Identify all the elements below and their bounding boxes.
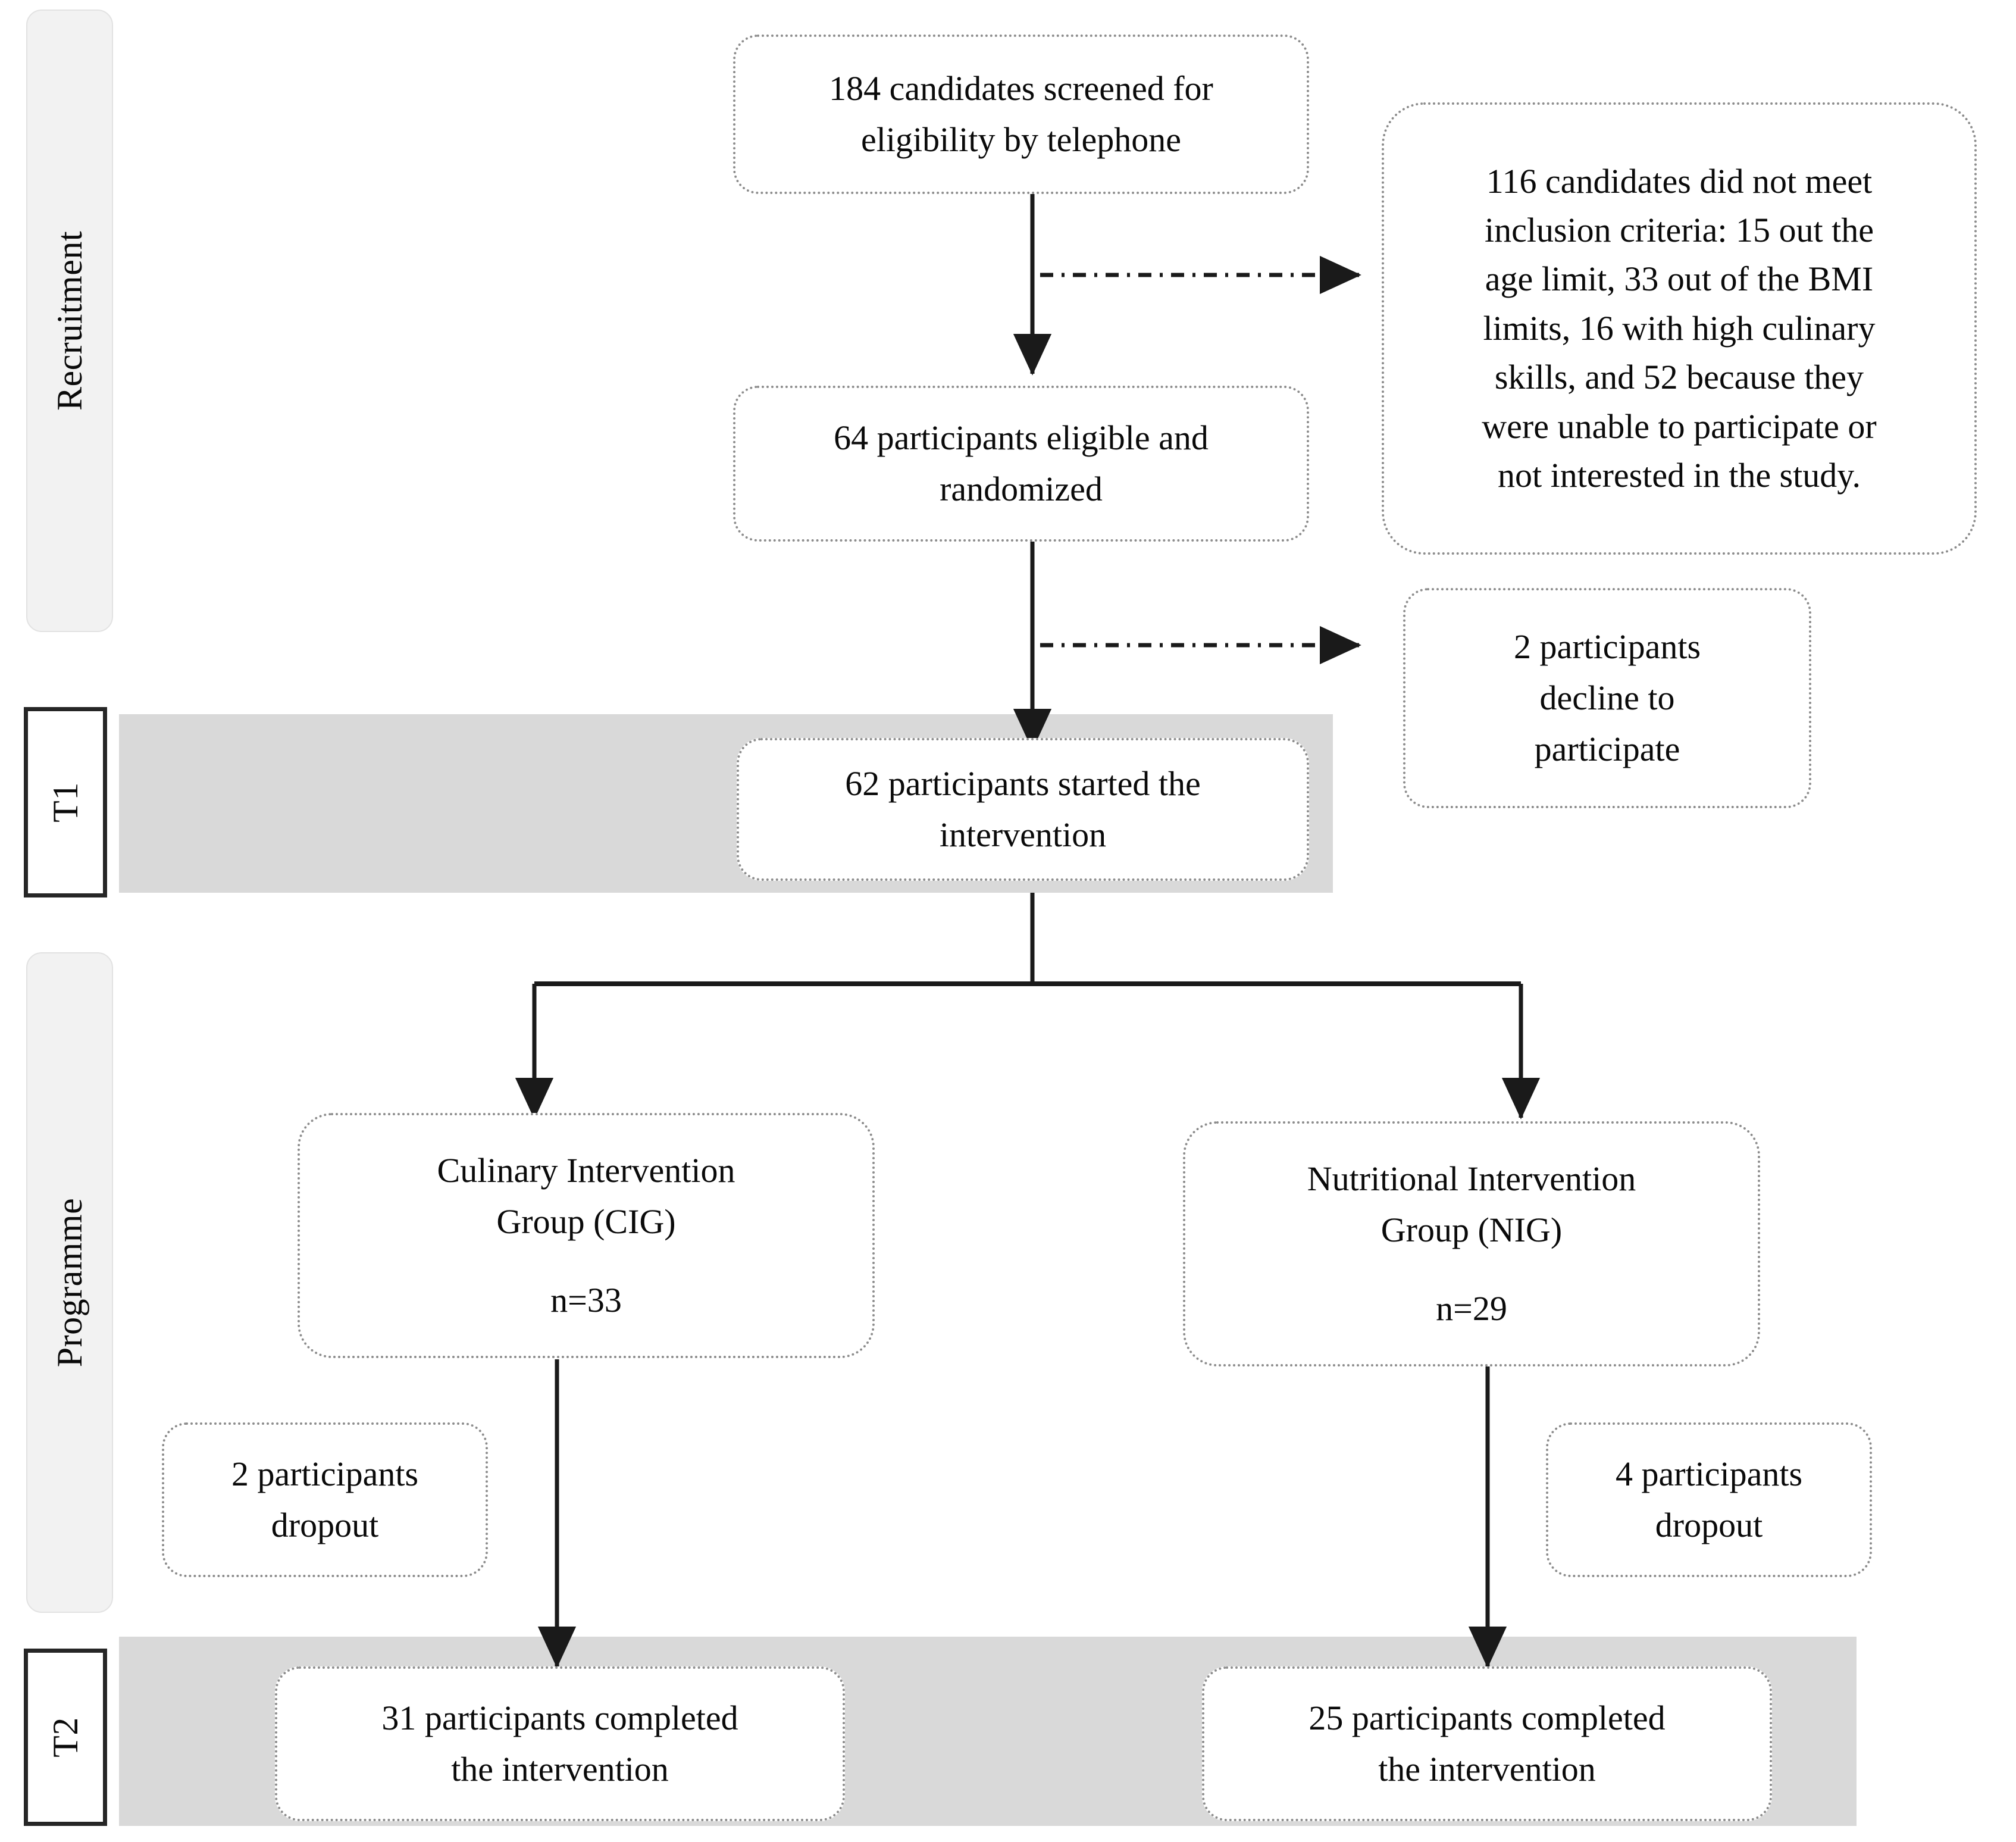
- node-declined[interactable]: 2 participants decline to participate: [1403, 588, 1811, 808]
- node-started-line-1: 62 participants started the: [845, 764, 1201, 803]
- node-excluded-line-3: age limit, 33 out of the BMI: [1485, 259, 1874, 299]
- node-nig-completed-line-1: 25 participants completed: [1308, 1699, 1666, 1738]
- node-excluded-line-7: not interested in the study.: [1498, 455, 1861, 495]
- stage-label-programme: Programme: [26, 952, 113, 1613]
- node-excluded-line-2: inclusion criteria: 15 out the: [1485, 211, 1874, 250]
- stage-label-t1: T1: [24, 707, 107, 897]
- node-cig-dropout-line-1: 2 participants: [231, 1455, 419, 1494]
- node-nig-line-2: Group (NIG): [1380, 1211, 1563, 1250]
- node-cig-completed[interactable]: 31 participants completed the interventi…: [275, 1666, 845, 1821]
- stage-label-programme-text: Programme: [50, 1197, 89, 1368]
- node-excluded-line-6: were unable to participate or: [1482, 406, 1877, 446]
- node-nig-line-1: Nutritional Intervention: [1307, 1159, 1636, 1199]
- stage-label-recruitment: Recruitment: [26, 10, 113, 632]
- node-declined-line-2: decline to: [1539, 678, 1675, 718]
- node-screened-line-1: 184 candidates screened for: [829, 69, 1213, 108]
- node-nig-dropout-line-1: 4 participants: [1615, 1455, 1803, 1494]
- node-declined-line-1: 2 participants: [1513, 627, 1701, 667]
- node-started-line-2: intervention: [939, 815, 1107, 854]
- node-nig[interactable]: Nutritional Intervention Group (NIG) n=2…: [1183, 1121, 1760, 1366]
- node-randomized-line-2: randomized: [940, 470, 1103, 508]
- node-randomized[interactable]: 64 participants eligible and randomized: [733, 386, 1309, 542]
- stage-label-recruitment-text: Recruitment: [50, 230, 90, 411]
- node-screened[interactable]: 184 candidates screened for eligibility …: [733, 35, 1309, 194]
- node-excluded[interactable]: 116 candidates did not meet inclusion cr…: [1382, 102, 1977, 555]
- node-cig-line-1: Culinary Intervention: [437, 1151, 735, 1190]
- node-nig-completed[interactable]: 25 participants completed the interventi…: [1202, 1666, 1772, 1821]
- node-nig-line-3: n=29: [1436, 1289, 1507, 1328]
- stage-label-t1-text: T1: [46, 782, 85, 823]
- node-nig-dropout-line-2: dropout: [1655, 1506, 1763, 1544]
- node-cig-dropout-line-2: dropout: [271, 1506, 379, 1544]
- node-excluded-line-1: 116 candidates did not meet: [1486, 161, 1873, 201]
- node-cig-line-2: Group (CIG): [496, 1202, 676, 1241]
- node-excluded-line-4: limits, 16 with high culinary: [1483, 308, 1876, 348]
- node-cig-line-3: n=33: [550, 1280, 622, 1319]
- node-cig-dropout[interactable]: 2 participants dropout: [162, 1422, 488, 1577]
- node-nig-dropout[interactable]: 4 participants dropout: [1546, 1422, 1872, 1577]
- node-screened-line-2: eligibility by telephone: [860, 120, 1181, 159]
- node-started[interactable]: 62 participants started the intervention: [737, 738, 1309, 881]
- stage-label-t2-text: T2: [46, 1717, 85, 1757]
- node-cig[interactable]: Culinary Intervention Group (CIG) n=33: [298, 1113, 875, 1358]
- node-cig-completed-line-2: the intervention: [451, 1750, 669, 1788]
- node-cig-completed-line-1: 31 participants completed: [381, 1699, 738, 1738]
- node-excluded-line-5: skills, and 52 because they: [1494, 358, 1864, 397]
- stage-label-t2: T2: [24, 1649, 107, 1826]
- node-declined-line-3: participate: [1534, 729, 1680, 768]
- node-nig-completed-line-2: the intervention: [1378, 1750, 1596, 1788]
- node-randomized-line-1: 64 participants eligible and: [834, 418, 1209, 458]
